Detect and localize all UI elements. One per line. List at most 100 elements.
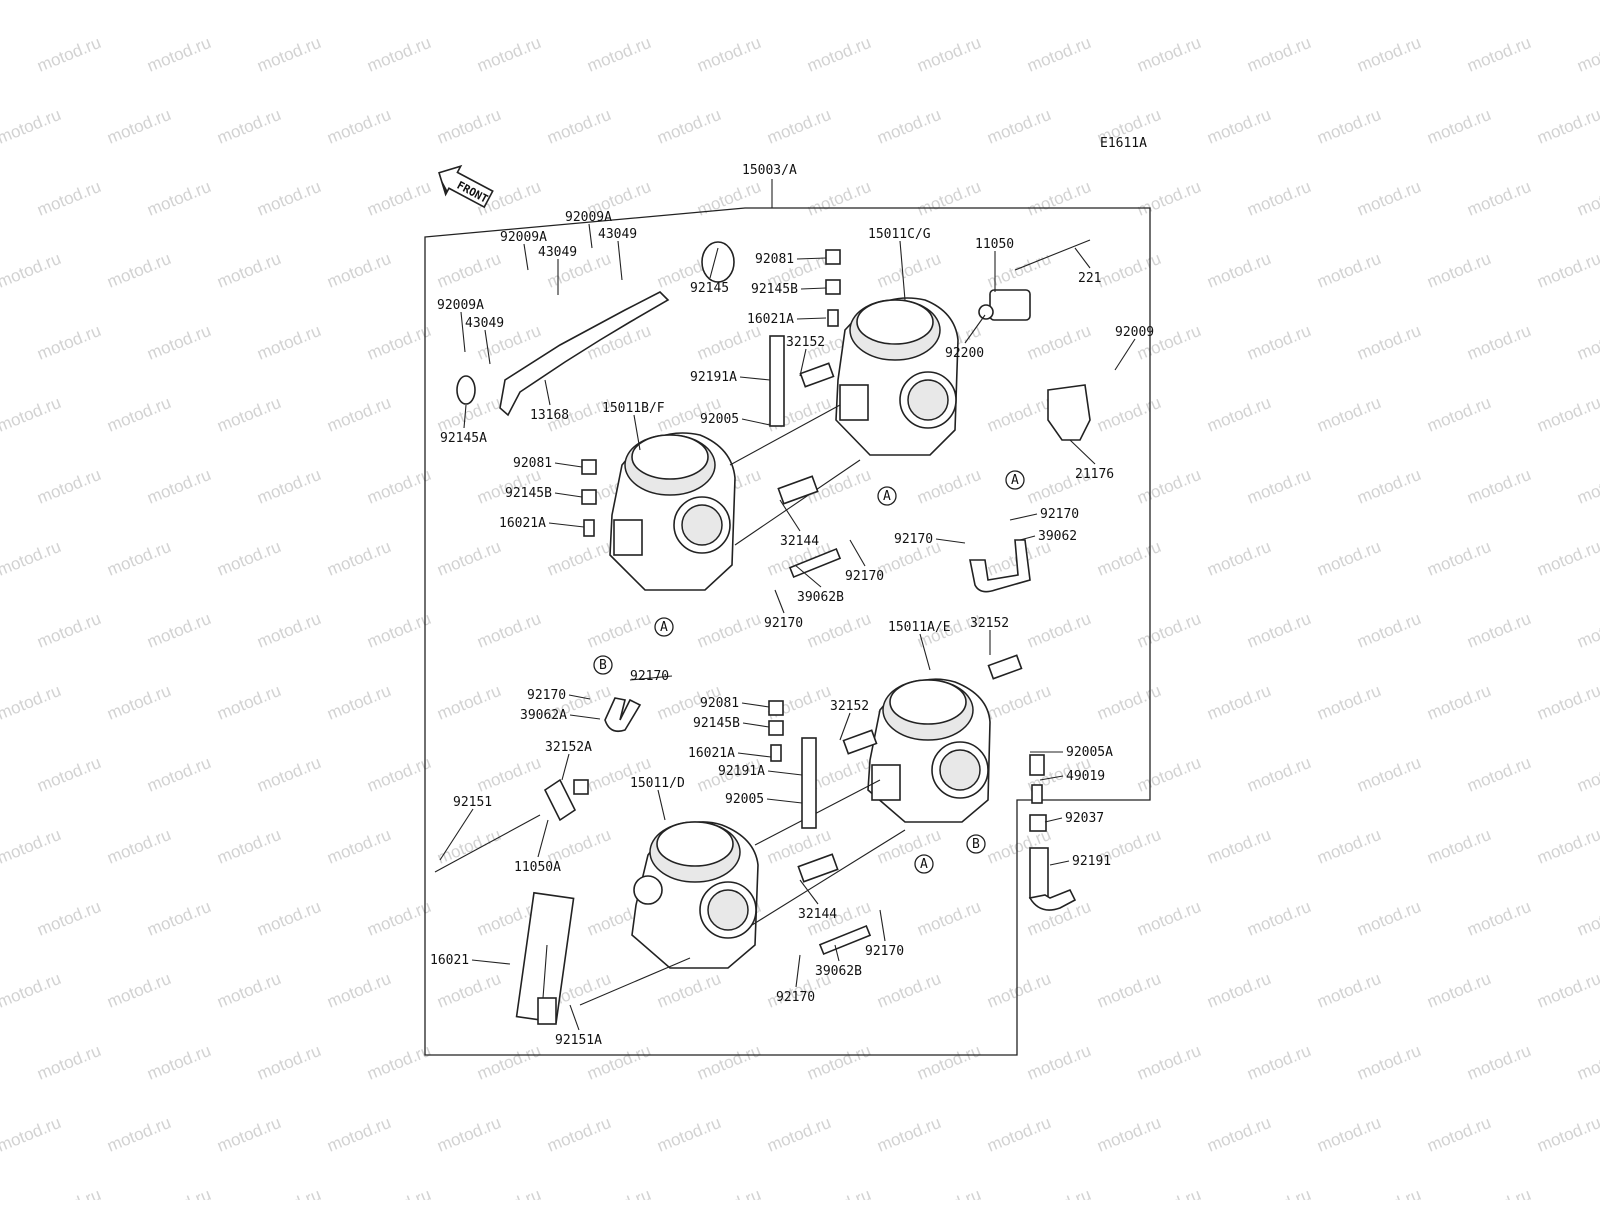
watermark-text: motod.ru xyxy=(984,393,1053,436)
watermark-text: motod.ru xyxy=(434,0,503,4)
part-number-label: 92170 xyxy=(776,990,815,1005)
leader-line xyxy=(657,789,666,821)
leader-line xyxy=(964,314,986,344)
watermark-text: motod.ru xyxy=(1314,1113,1383,1156)
part-number-label: 92037 xyxy=(1065,811,1104,826)
watermark-text: motod.ru xyxy=(0,249,64,292)
part-number-label: 92005 xyxy=(725,792,764,807)
watermark-text: motod.ru xyxy=(1204,0,1273,4)
watermark-text: motod.ru xyxy=(1354,321,1423,364)
watermark-text: motod.ru xyxy=(1314,825,1383,868)
part-number-label: 32152 xyxy=(786,335,825,350)
watermark-text: motod.ru xyxy=(1574,465,1600,508)
watermark-text: motod.ru xyxy=(1424,681,1493,724)
watermark-text: motod.ru xyxy=(914,33,983,76)
leader-line xyxy=(935,538,966,544)
watermark-text: motod.ru xyxy=(254,609,323,652)
leader-line xyxy=(460,311,466,353)
watermark-text: motod.ru xyxy=(1534,825,1600,868)
leader-line xyxy=(766,798,803,804)
leader-lines xyxy=(439,223,1136,1031)
watermark-text: motod.ru xyxy=(324,105,393,148)
watermark-text: motod.ru xyxy=(1094,969,1163,1012)
leader-line xyxy=(742,722,770,728)
watermark-text: motod.ru xyxy=(1094,681,1163,724)
watermark-text: motod.ru xyxy=(1574,753,1600,796)
watermark-text: motod.ru xyxy=(914,177,983,220)
watermark-text: motod.ru xyxy=(104,0,173,4)
watermark-text: motod.ru xyxy=(874,105,943,148)
watermark-text: motod.ru xyxy=(364,33,433,76)
part-number-label: 43049 xyxy=(465,316,504,331)
watermark-text: motod.ru xyxy=(254,33,323,76)
watermark-text: motod.ru xyxy=(434,1113,503,1156)
watermark-text: motod.ru xyxy=(654,969,723,1012)
part-number-label: 92145B xyxy=(751,282,798,297)
watermark-text: motod.ru xyxy=(1094,1113,1163,1156)
callout-circle xyxy=(914,854,934,874)
watermark-text: motod.ru xyxy=(984,105,1053,148)
watermark-text: motod.ru xyxy=(0,537,64,580)
watermark-text: motod.ru xyxy=(214,825,283,868)
watermark-text: motod.ru xyxy=(254,753,323,796)
watermark-text: motod.ru xyxy=(1244,1185,1313,1200)
connecting-shaft-lower xyxy=(754,779,881,846)
bolt-92151-icon xyxy=(434,814,541,873)
leader-line xyxy=(471,959,511,965)
watermark-text: motod.ru xyxy=(324,1113,393,1156)
watermark-text: motod.ru xyxy=(364,465,433,508)
watermark-text: motod.ru xyxy=(1244,609,1313,652)
leader-line xyxy=(537,819,549,858)
watermark-text: motod.ru xyxy=(1204,105,1273,148)
leader-line xyxy=(796,257,827,260)
part-number-label: 92081 xyxy=(513,456,552,471)
leader-line xyxy=(1009,513,1038,521)
carburetor-15011cg-icon xyxy=(835,297,959,456)
part-number-label: 92170 xyxy=(630,669,669,684)
watermark-text: motod.ru xyxy=(694,177,763,220)
watermark-text: motod.ru xyxy=(1094,537,1163,580)
leader-line xyxy=(796,317,827,320)
connecting-shaft-lower-2 xyxy=(751,829,906,926)
part-number-label: 39062B xyxy=(815,964,862,979)
part-number-label: 16021A xyxy=(747,312,794,327)
watermark-text: motod.ru xyxy=(0,681,64,724)
watermark-text: motod.ru xyxy=(0,0,64,4)
watermark-text: motod.ru xyxy=(0,969,64,1012)
part-number-label: 15011B/F xyxy=(602,401,665,416)
leader-line xyxy=(774,589,785,614)
watermark-text: motod.ru xyxy=(1464,753,1533,796)
part-number-label: 43049 xyxy=(538,245,577,260)
watermark-text: motod.ru xyxy=(104,825,173,868)
leader-line xyxy=(899,240,906,301)
part-number-label: 92009 xyxy=(1115,325,1154,340)
leader-line xyxy=(588,223,593,249)
watermark-text: motod.ru xyxy=(34,753,103,796)
part-number-label: 92009A xyxy=(437,298,484,313)
watermark-text: motod.ru xyxy=(1204,393,1273,436)
leader-line xyxy=(1049,860,1070,866)
watermark-text: motod.ru xyxy=(1314,0,1383,4)
watermark-text: motod.ru xyxy=(474,33,543,76)
carburetor-15011bf-icon xyxy=(609,432,736,591)
watermark-text: motod.ru xyxy=(144,609,213,652)
watermark-text: motod.ru xyxy=(584,33,653,76)
watermark-text: motod.ru xyxy=(914,1185,983,1200)
leader-line xyxy=(569,1004,580,1031)
part-number-label: 32144 xyxy=(798,907,837,922)
watermark-text: motod.ru xyxy=(1204,1113,1273,1156)
watermark-text: motod.ru xyxy=(324,393,393,436)
watermark-text: motod.ru xyxy=(914,465,983,508)
leader-line xyxy=(879,909,886,942)
watermark-text: motod.ru xyxy=(214,0,283,4)
watermark-text: motod.ru xyxy=(1204,249,1273,292)
leader-line xyxy=(548,522,585,528)
watermark-text: motod.ru xyxy=(214,681,283,724)
callout-circle xyxy=(877,486,897,506)
watermark-text: motod.ru xyxy=(1464,609,1533,652)
watermark-text: motod.ru xyxy=(104,537,173,580)
watermark-text: motod.ru xyxy=(324,969,393,1012)
part-number-label: 92191 xyxy=(1072,854,1111,869)
watermark-text: motod.ru xyxy=(34,609,103,652)
watermark-text: motod.ru xyxy=(1314,681,1383,724)
